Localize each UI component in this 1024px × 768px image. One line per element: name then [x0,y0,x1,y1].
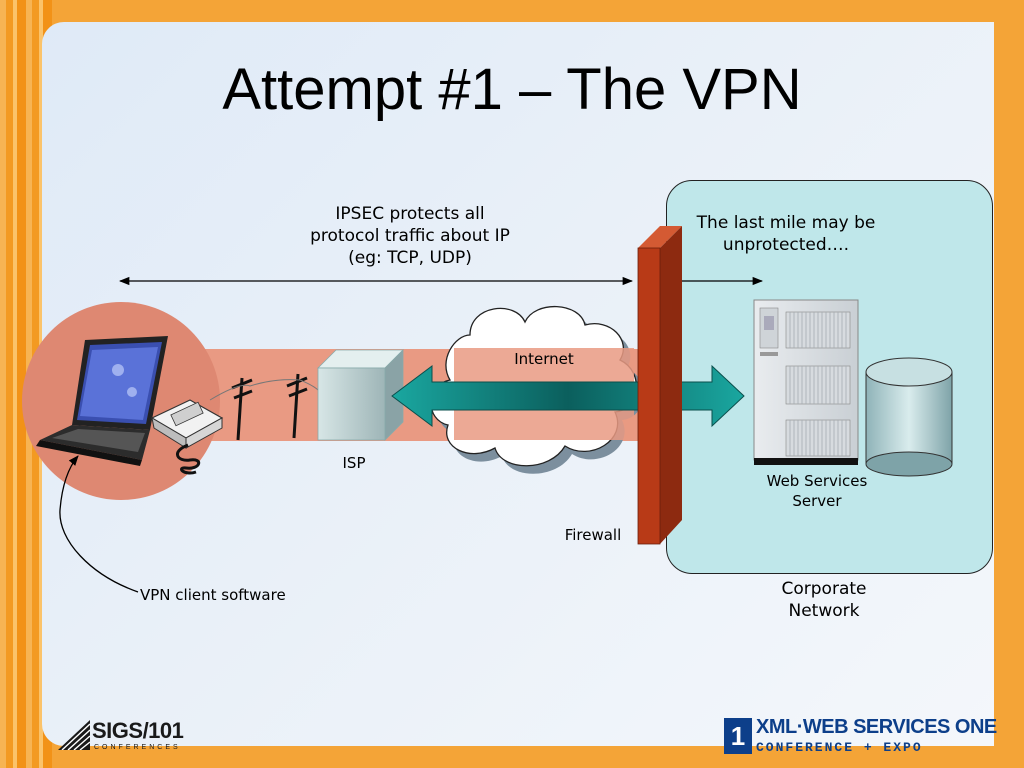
corporate-label-line: Network [788,601,860,622]
telephone-icon [150,399,224,475]
web-services-server-label: Web Services Server [746,472,888,511]
server-label-line: Server [792,491,842,510]
last-mile-label-line: unprotected…. [722,235,850,256]
internet-label: Internet [514,350,574,368]
xml-logo-mark: 1 [724,718,752,754]
xml-web-services-logo: 1 XML·WEB SERVICES ONE CONFERENCE + EXPO [724,714,997,758]
last-mile-label-line: The last mile may be [696,213,876,233]
vpn-client-pointer-arrow [59,455,139,593]
laptop-icon [36,336,168,466]
ipsec-label-line: protocol traffic about IP [310,226,510,247]
sigs-logo-mark-icon [58,720,90,750]
vpn-client-software-label: VPN client software [140,586,286,604]
web-server-icon [753,299,859,465]
tunnel-double-arrow [391,364,745,428]
ipsec-label-line: IPSEC protects all [335,204,485,224]
sigs-logo-sub: CONFERENCES [94,744,181,751]
isp-label: ISP [342,454,366,472]
ipsec-label: IPSEC protects all protocol traffic abou… [272,203,548,269]
corporate-network-label: Corporate Network [754,578,894,622]
server-label-line: Web Services [766,472,868,490]
xml-logo-line1: XML·WEB SERVICES ONE [756,716,997,738]
sigs-101-logo: SIGS/101 CONFERENCES [58,716,188,754]
firewall-label: Firewall [564,526,622,544]
corporate-label-line: Corporate [781,579,867,599]
sigs-logo-word: SIGS/101 [92,718,184,743]
isp-box-icon [317,349,404,441]
ipsec-label-line: (eg: TCP, UDP) [348,248,472,269]
xml-logo-line2: CONFERENCE + EXPO [756,740,923,755]
slide-title: Attempt #1 – The VPN [222,57,802,122]
last-mile-label: The last mile may be unprotected…. [680,212,892,256]
database-drum-icon [865,357,953,477]
telephone-poles-icon [209,373,321,441]
firewall-icon [637,226,682,545]
